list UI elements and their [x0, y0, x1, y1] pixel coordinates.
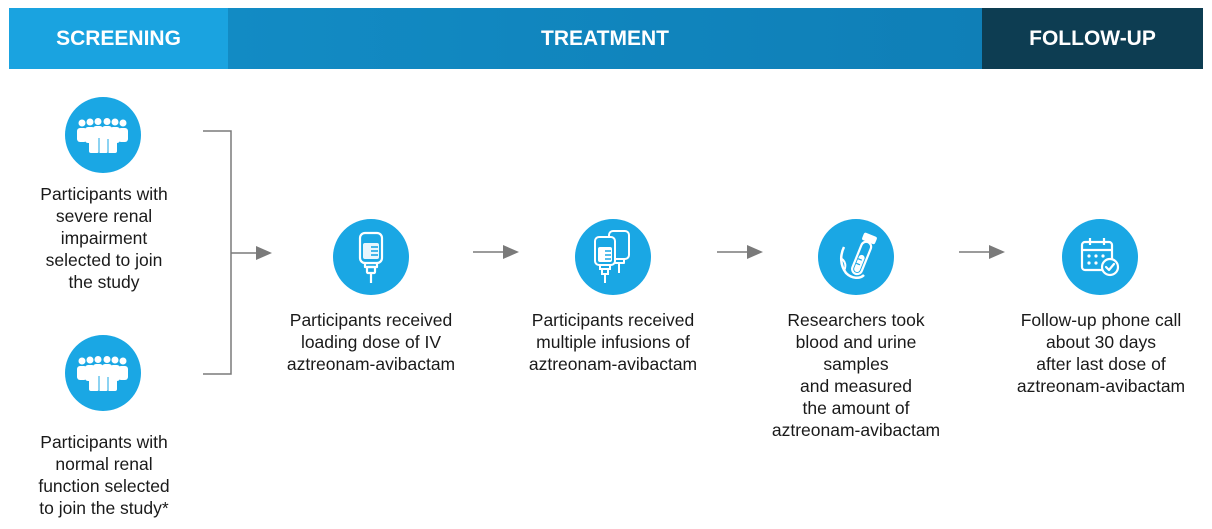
participants-group-icon	[65, 97, 141, 173]
phase-treatment-banner: TREATMENT	[228, 8, 982, 69]
severe-group-label: Participants with severe renal impairmen…	[40, 184, 168, 292]
phase-followup-banner: FOLLOW-UP	[982, 8, 1203, 69]
iv-bag-icon	[333, 219, 409, 295]
multiple-iv-bags-icon	[575, 219, 651, 295]
step-2-label: Participants received multiple infusions…	[528, 310, 698, 374]
blood-test-tube-icon	[818, 219, 894, 295]
participants-group-icon	[65, 335, 141, 411]
phase-screening-label: SCREENING	[56, 26, 181, 50]
arrow-right-icon	[717, 245, 763, 259]
step-3-label: Researchers took blood and urine samples…	[771, 310, 941, 440]
phase-treatment-label: TREATMENT	[541, 26, 669, 50]
calendar-check-icon	[1062, 219, 1138, 295]
arrow-right-icon	[959, 245, 1005, 259]
screening-bracket-connector	[203, 130, 272, 375]
arrow-right-icon	[473, 245, 519, 259]
step-4-label: Follow-up phone call about 30 days after…	[1016, 310, 1186, 396]
step-1-label: Participants received loading dose of IV…	[286, 310, 456, 374]
phase-screening-banner: SCREENING	[9, 8, 228, 69]
normal-group-label: Participants with normal renal function …	[38, 432, 170, 518]
phase-followup-label: FOLLOW-UP	[1029, 26, 1156, 50]
